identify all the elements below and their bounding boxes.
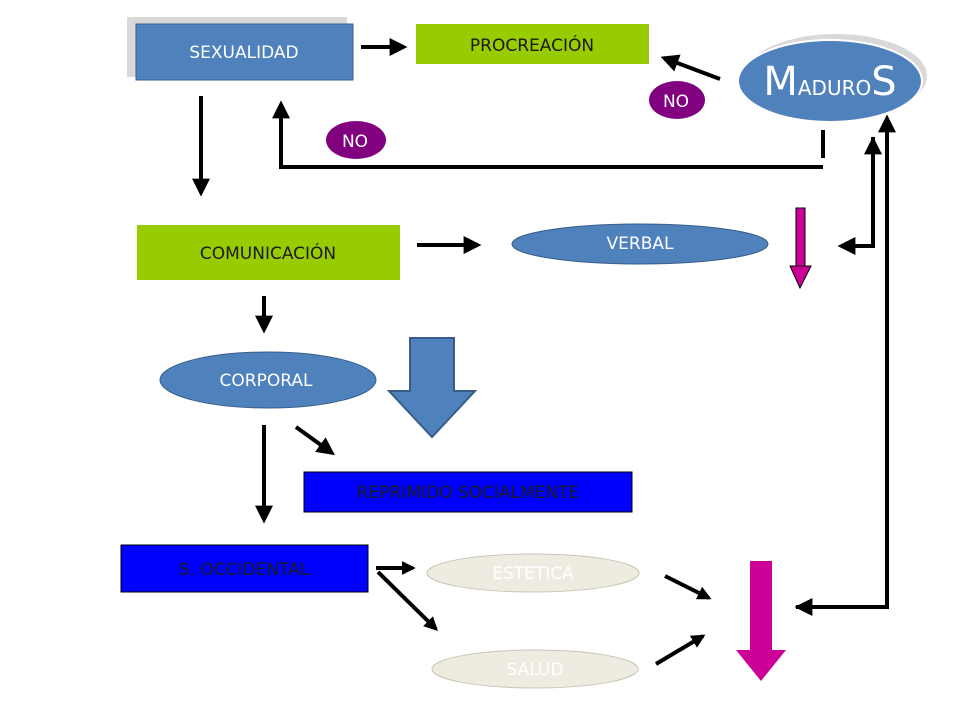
sexualidad-label: SEXUALIDAD xyxy=(189,43,298,63)
estetica-label: ESTETICA xyxy=(492,564,574,584)
no-left-label: NO xyxy=(342,132,368,152)
magenta-block-down-arrow xyxy=(736,561,786,681)
verbal-node: VERBAL xyxy=(511,223,769,265)
blue-block-down-arrow xyxy=(386,337,478,439)
occidental-node: S. OCCIDENTAL xyxy=(120,544,369,593)
no-right-label: NO xyxy=(663,92,689,112)
reprimido-node: REPRIMIDO SOCIALMENTE xyxy=(303,471,633,513)
arrow-estetica-result xyxy=(664,574,712,600)
estetica-node: ESTETICA xyxy=(426,553,640,593)
sexualidad-node: SEXUALIDAD xyxy=(127,17,354,81)
long-connector-line xyxy=(796,123,889,609)
arrow-corporal-reprimido xyxy=(294,425,335,456)
comunicacion-node: COMUNICACIÓN xyxy=(137,225,400,280)
maduros-node: MADUROS xyxy=(737,34,927,123)
reprimido-label: REPRIMIDO SOCIALMENTE xyxy=(357,483,580,503)
magenta-thin-down-arrow xyxy=(789,207,812,290)
maduros-label: MADUROS xyxy=(763,59,896,105)
occidental-label: S. OCCIDENTAL xyxy=(179,560,310,580)
arrow-maduros-procreacion xyxy=(660,54,721,81)
arrow-occidental-salud xyxy=(376,570,438,631)
verbal-label: VERBAL xyxy=(607,234,674,254)
salud-label: SALUD xyxy=(507,660,564,680)
arrow-verbal-connector xyxy=(837,137,875,255)
corporal-node: CORPORAL xyxy=(159,351,377,409)
no-badge-left: NO xyxy=(326,121,386,159)
salud-node: SALUD xyxy=(431,649,639,689)
arrow-salud-result xyxy=(654,634,706,666)
corporal-label: CORPORAL xyxy=(220,371,313,391)
arrow-maduros-sexualidad xyxy=(272,100,823,169)
comunicacion-label: COMUNICACIÓN xyxy=(200,242,336,264)
no-badge-right: NO xyxy=(649,81,705,119)
procreacion-node: PROCREACIÓN xyxy=(416,24,649,64)
procreacion-label: PROCREACIÓN xyxy=(470,34,594,56)
